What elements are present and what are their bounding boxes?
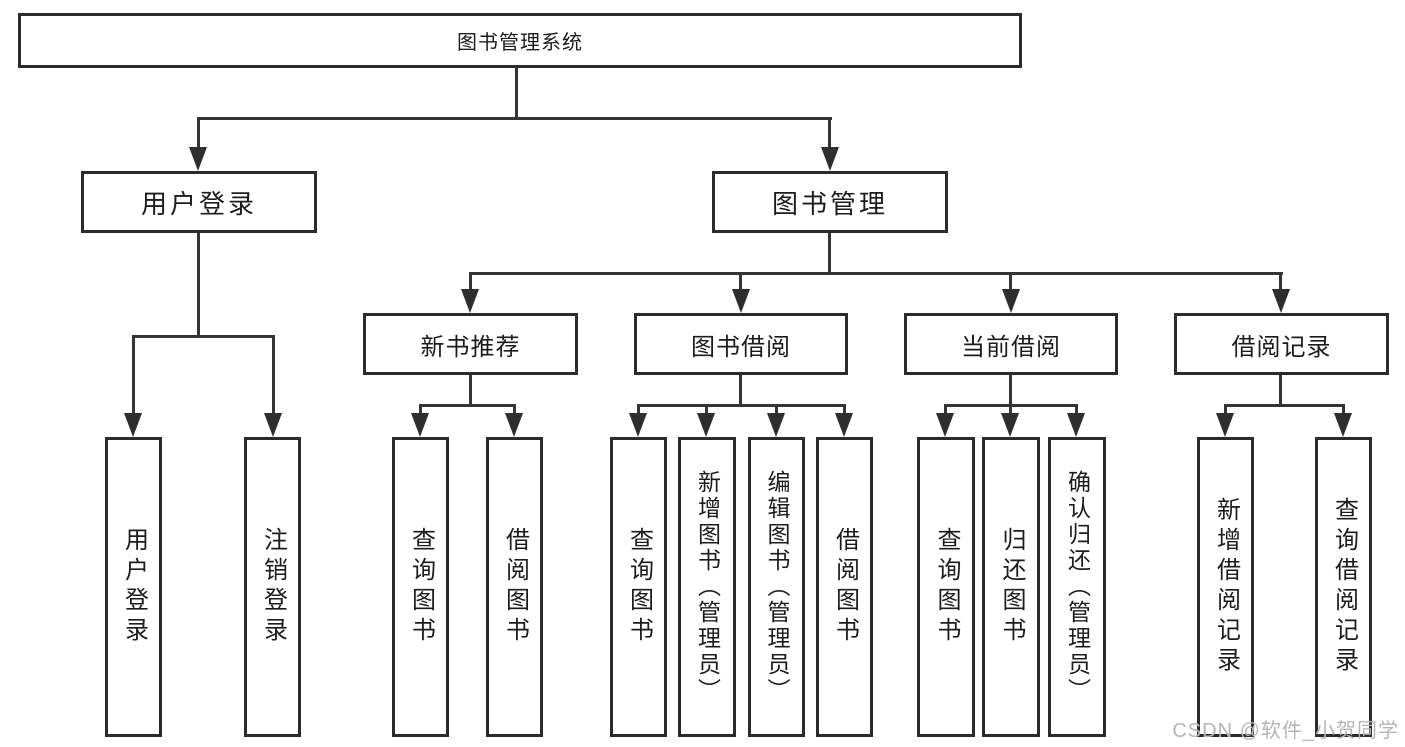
connector-line [419, 404, 516, 407]
connector-line [1342, 404, 1345, 416]
arrow-down-icon [461, 289, 479, 313]
leaf-user-login: 用户登录 [105, 437, 162, 737]
node-root-library-system: 图书管理系统 [18, 13, 1022, 68]
connector-line [1279, 375, 1282, 407]
leaf-query-borrow-record: 查询借阅记录 [1315, 437, 1372, 737]
connector-line [1009, 272, 1012, 292]
leaf-add-books-admin: 新增图书（管理员） [678, 437, 736, 737]
node-label: 确认归还（管理员） [1064, 470, 1091, 704]
node-label: 查询图书 [407, 527, 435, 647]
connector-line [828, 233, 831, 275]
node-book-management: 图书管理 [712, 171, 948, 233]
connector-line [132, 335, 275, 338]
node-label: 借阅图书 [501, 527, 529, 647]
csdn-watermark: CSDN @软件_小贺同学 [1172, 720, 1399, 742]
node-new-book-recommend: 新书推荐 [363, 313, 578, 375]
arrow-down-icon [629, 413, 647, 437]
arrow-down-icon [936, 413, 954, 437]
leaf-add-borrow-record: 新增借阅记录 [1197, 437, 1254, 737]
node-label: 新书推荐 [420, 333, 521, 361]
leaf-borrow-query-books: 查询图书 [610, 437, 667, 737]
connector-line [513, 404, 516, 416]
arrow-down-icon [1334, 413, 1352, 437]
node-label: 编辑图书（管理员） [764, 470, 790, 704]
arrow-down-icon [1067, 413, 1085, 437]
connector-line [132, 335, 135, 415]
connector-line [197, 117, 832, 120]
connector-line [843, 404, 846, 416]
connector-line [272, 335, 275, 415]
node-label: 查询借阅记录 [1330, 497, 1358, 677]
leaf-borrow-books: 借阅图书 [816, 437, 873, 737]
connector-line [1009, 404, 1012, 416]
leaf-confirm-return-admin: 确认归还（管理员） [1048, 437, 1106, 737]
node-current-borrow: 当前借阅 [904, 313, 1118, 375]
node-label: 用户登录 [140, 188, 257, 219]
arrow-down-icon [821, 147, 839, 171]
arrow-down-icon [189, 147, 207, 171]
connector-line [944, 404, 947, 416]
node-label: 注销登录 [259, 527, 287, 647]
node-borrow-records: 借阅记录 [1174, 313, 1389, 375]
node-user-login: 用户登录 [81, 171, 317, 233]
connector-line [828, 117, 831, 150]
connector-line [197, 233, 200, 338]
arrow-down-icon [1001, 413, 1019, 437]
connector-line [1224, 404, 1227, 416]
connector-line [197, 117, 200, 150]
connector-line [739, 272, 742, 292]
connector-line [705, 404, 708, 416]
node-label: 图书管理 [771, 188, 888, 219]
connector-line [1009, 375, 1012, 407]
arrow-down-icon [835, 413, 853, 437]
arrow-down-icon [732, 289, 750, 313]
connector-line [469, 272, 1283, 275]
arrow-down-icon [1272, 289, 1290, 313]
connector-line [637, 404, 846, 407]
arrow-down-icon [767, 413, 785, 437]
leaf-recommend-query-books: 查询图书 [392, 437, 449, 737]
node-label: 用户登录 [120, 527, 148, 647]
connector-line [515, 68, 518, 120]
arrow-down-icon [1216, 413, 1234, 437]
node-book-borrow: 图书借阅 [634, 313, 848, 375]
node-label: 图书借阅 [691, 333, 791, 361]
leaf-current-query-books: 查询图书 [917, 437, 975, 737]
connector-line [419, 404, 422, 416]
arrow-down-icon [124, 413, 142, 437]
leaf-edit-books-admin: 编辑图书（管理员） [748, 437, 805, 737]
connector-line [469, 375, 472, 407]
connector-line [1224, 404, 1345, 407]
connector-line [775, 404, 778, 416]
node-label: 图书管理系统 [457, 32, 583, 54]
connector-line [637, 404, 640, 416]
arrow-down-icon [411, 413, 429, 437]
connector-line [739, 375, 742, 407]
node-label: 新增图书（管理员） [694, 470, 721, 704]
arrow-down-icon [697, 413, 715, 437]
node-label: 当前借阅 [961, 333, 1061, 361]
leaf-return-books: 归还图书 [982, 437, 1040, 737]
arrow-down-icon [505, 413, 523, 437]
node-label: 借阅记录 [1231, 333, 1332, 361]
node-label: 查询图书 [625, 527, 653, 647]
node-label: 查询图书 [933, 527, 960, 647]
arrow-down-icon [264, 413, 282, 437]
connector-line [1279, 272, 1282, 292]
node-label: 归还图书 [998, 527, 1025, 647]
connector-line [1075, 404, 1078, 416]
node-label: 新增借阅记录 [1212, 497, 1240, 677]
arrow-down-icon [1002, 289, 1020, 313]
leaf-recommend-borrow-books: 借阅图书 [486, 437, 543, 737]
node-label: 借阅图书 [831, 527, 859, 647]
leaf-logout: 注销登录 [244, 437, 301, 737]
connector-line [469, 272, 472, 292]
